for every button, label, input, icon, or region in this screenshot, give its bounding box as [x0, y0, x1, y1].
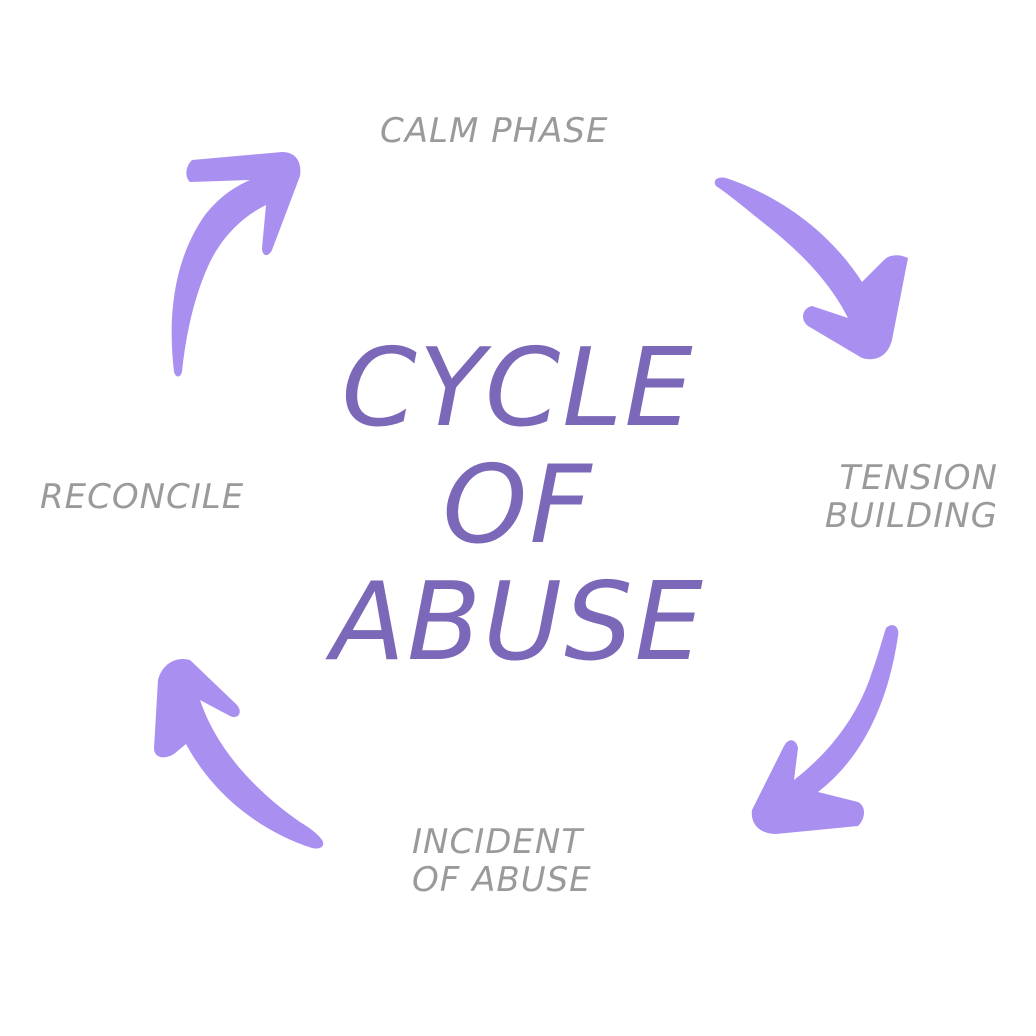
phase-incident-of-abuse-label: INCIDENT OF ABUSE [412, 823, 592, 899]
arrow-down-right-icon [714, 177, 908, 360]
phase-reconcile-label: RECONCILE [40, 478, 244, 516]
phase-incident-line-2: OF ABUSE [412, 860, 592, 900]
title-line-of: OF [442, 443, 594, 568]
phase-tension-building-label: TENSION BUILDING [790, 459, 998, 535]
arrow-up-right-icon [171, 152, 301, 377]
phase-calm-label: CALM PHASE [380, 112, 608, 150]
diagram-title: CYCLE OF ABUSE [268, 330, 768, 681]
phase-reconcile-line: RECONCILE [40, 477, 245, 517]
arrow-down-left-icon [751, 625, 899, 834]
arrow-up-left-icon [154, 658, 324, 849]
phase-tension-line-1: TENSION [839, 458, 998, 498]
phase-incident-line-1: INCIDENT [412, 822, 584, 862]
phase-tension-line-2: BUILDING [824, 496, 998, 536]
phase-calm-line: CALM PHASE [380, 111, 609, 151]
title-line-abuse: ABUSE [331, 560, 705, 685]
title-line-cycle: CYCLE [341, 326, 695, 451]
